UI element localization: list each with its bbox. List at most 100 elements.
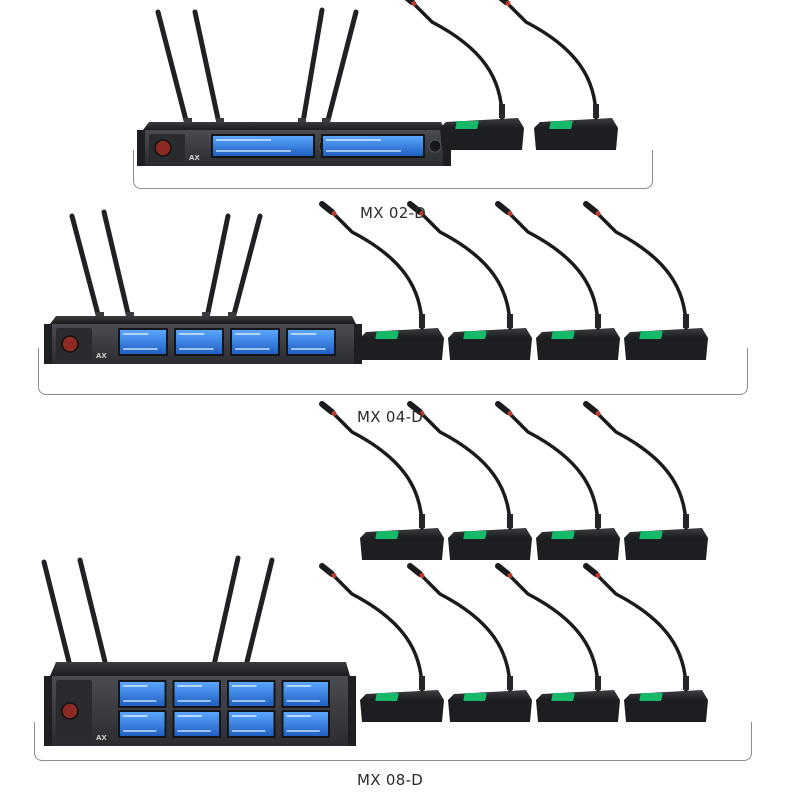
- conference-microphone: [583, 563, 708, 722]
- conference-microphone: [407, 401, 532, 560]
- mic-gooseneck: [594, 210, 688, 330]
- mic-screen: [463, 331, 487, 339]
- receiver-top: [50, 316, 356, 324]
- lcd-text-line: [286, 730, 320, 732]
- lcd-text-line: [232, 685, 257, 687]
- mic-base-top: [360, 690, 444, 700]
- lcd-text-line: [291, 348, 326, 350]
- power-button-icon: [61, 702, 79, 720]
- mic-screen: [639, 531, 663, 539]
- mic-head: [407, 401, 423, 415]
- antenna-icon: [41, 559, 75, 677]
- receiver-mx-08-d: AX: [41, 555, 356, 746]
- mic-base-top: [448, 528, 532, 538]
- mic-base-side: [448, 538, 532, 560]
- lcd-text-line: [177, 730, 211, 732]
- mic-gooseneck: [330, 572, 424, 692]
- antenna-icon: [209, 555, 241, 677]
- conference-microphone: [583, 201, 708, 360]
- mic-base-side: [440, 128, 524, 150]
- mic-base-top: [536, 328, 620, 338]
- lcd-text-line: [235, 348, 270, 350]
- mic-base-top: [448, 328, 532, 338]
- mic-tip-ring: [419, 411, 425, 416]
- mic-tip-ring: [505, 1, 511, 6]
- mic-base-top: [624, 690, 708, 700]
- lcd-text-line: [291, 333, 317, 335]
- receiver-logo: AX: [96, 734, 107, 742]
- mic-tip-ring: [331, 211, 337, 216]
- mic-head: [495, 401, 511, 415]
- mic-base-top: [624, 528, 708, 538]
- mic-head: [319, 563, 335, 577]
- mic-base-side: [360, 538, 444, 560]
- conference-microphone: [407, 201, 532, 360]
- lcd-text-line: [123, 700, 157, 702]
- lcd-text-line: [232, 715, 257, 717]
- bracket-mx08: [34, 722, 752, 761]
- bracket-mx04: [38, 348, 748, 395]
- rack-ear-right: [348, 676, 356, 746]
- mic-base-top: [360, 328, 444, 338]
- mic-gooseneck: [418, 410, 512, 530]
- mic-head: [498, 0, 509, 5]
- mic-gooseneck: [504, 0, 598, 120]
- mic-head: [495, 563, 511, 577]
- mic-screen: [551, 531, 575, 539]
- mic-head: [583, 401, 599, 415]
- conference-microphone: [319, 563, 444, 722]
- mic-gooseneck: [330, 210, 424, 330]
- mic-screen: [375, 531, 399, 539]
- antenna-icon: [155, 9, 191, 131]
- mic-base-top: [536, 690, 620, 700]
- mic-screen: [463, 693, 487, 701]
- conference-microphone: [498, 0, 618, 150]
- mic-gooseneck: [506, 572, 600, 692]
- antenna-icon: [229, 213, 263, 325]
- mic-base-top: [534, 118, 618, 128]
- lcd-text-line: [177, 700, 211, 702]
- mic-screen: [375, 331, 399, 339]
- lcd-text-line: [286, 685, 311, 687]
- mic-tip-ring: [419, 573, 425, 578]
- mic-neck-collar: [595, 514, 601, 528]
- mic-base-side: [536, 700, 620, 722]
- antenna-icon: [77, 557, 111, 677]
- mic-gooseneck: [410, 0, 504, 120]
- antenna-icon: [203, 213, 231, 325]
- mic-tip-ring: [331, 411, 337, 416]
- lcd-text-line: [326, 150, 401, 152]
- mic-screen: [551, 693, 575, 701]
- lcd-text-line: [216, 150, 291, 152]
- bracket-mx02: [133, 150, 653, 189]
- model-label-mx08: MX 08-D: [357, 771, 424, 789]
- mic-base-top: [624, 328, 708, 338]
- mic-gooseneck: [418, 210, 512, 330]
- mic-neck-collar: [593, 104, 599, 118]
- mic-neck-collar: [499, 104, 505, 118]
- receiver-top: [50, 662, 350, 676]
- mic-neck-collar: [595, 676, 601, 690]
- conference-microphone: [495, 563, 620, 722]
- mic-base-side: [624, 700, 708, 722]
- mic-neck-collar: [419, 514, 425, 528]
- mic-neck-collar: [507, 514, 513, 528]
- mic-gooseneck: [418, 572, 512, 692]
- mic-base-top: [440, 118, 524, 128]
- mic-neck-collar: [507, 314, 513, 328]
- mic-tip-ring: [595, 411, 601, 416]
- mic-gooseneck: [506, 210, 600, 330]
- lcd-text-line: [326, 139, 381, 141]
- receiver-logo: AX: [96, 352, 107, 360]
- rack-ear-left: [44, 324, 52, 364]
- conference-microphone: [319, 401, 444, 560]
- rack-ear-left: [137, 130, 145, 166]
- mic-head: [583, 563, 599, 577]
- antenna-icon: [323, 9, 359, 131]
- mic-tip-ring: [595, 573, 601, 578]
- mic-head: [583, 201, 599, 215]
- mic-base-side: [536, 338, 620, 360]
- mic-tip-ring: [331, 573, 337, 578]
- lcd-text-line: [123, 685, 148, 687]
- model-label-mx04: MX 04-D: [357, 408, 424, 426]
